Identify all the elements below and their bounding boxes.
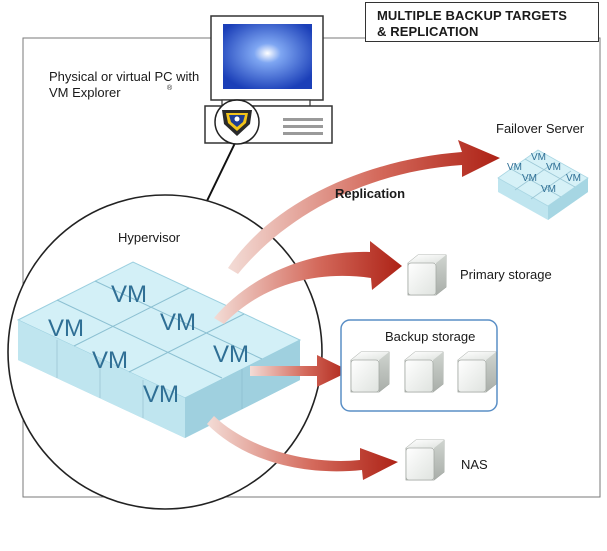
primary-storage-arrow <box>214 241 402 324</box>
failover-vm-label: VM <box>541 184 556 195</box>
backup-storage-icon <box>404 351 444 393</box>
hypervisor-label: Hypervisor <box>118 230 181 245</box>
hypervisor-vm-label: VM <box>160 309 196 336</box>
diagram-title: MULTIPLE BACKUP TARGETS & REPLICATION <box>365 2 599 42</box>
replication-arrow <box>228 140 500 274</box>
hypervisor-vm-label: VM <box>213 341 249 368</box>
pc-label-line-2: VM Explorer <box>49 85 121 100</box>
hypervisor-vm-block <box>16 261 302 438</box>
hypervisor-vm-label: VM <box>48 315 84 342</box>
failover-vm-label: VM <box>507 162 522 173</box>
nas-arrow <box>207 416 398 480</box>
failover-server-label: Failover Server <box>496 121 585 136</box>
failover-vm-label: VM <box>566 173 581 184</box>
failover-vm-label: VM <box>531 152 546 163</box>
title-line-2: & REPLICATION <box>377 24 479 39</box>
pc-icon <box>204 15 333 145</box>
failover-vm-label: VM <box>546 162 561 173</box>
primary-storage-icon <box>407 254 447 296</box>
registered-mark: ® <box>167 85 173 92</box>
backup-storage-icon <box>457 351 497 393</box>
hypervisor-vm-label: VM <box>111 281 147 308</box>
backup-storage-arrow <box>250 355 350 387</box>
vm-explorer-logo-icon <box>222 110 252 136</box>
hypervisor-vm-label: VM <box>92 347 128 374</box>
connection-line <box>204 140 237 206</box>
pc-label-line-1: Physical or virtual PC with <box>49 69 200 84</box>
primary-storage-label: Primary storage <box>460 267 552 282</box>
hypervisor-vm-label: VM <box>143 381 179 408</box>
backup-storage-label: Backup storage <box>385 329 476 344</box>
nas-label: NAS <box>461 457 488 472</box>
failover-vm-label: VM <box>522 173 537 184</box>
backup-storage-icon <box>350 351 390 393</box>
nas-icon <box>405 439 445 481</box>
failover-server-icon <box>497 149 589 220</box>
title-line-1: MULTIPLE BACKUP TARGETS <box>377 8 568 23</box>
monitor-screen <box>223 24 312 89</box>
replication-label: Replication <box>335 186 406 201</box>
